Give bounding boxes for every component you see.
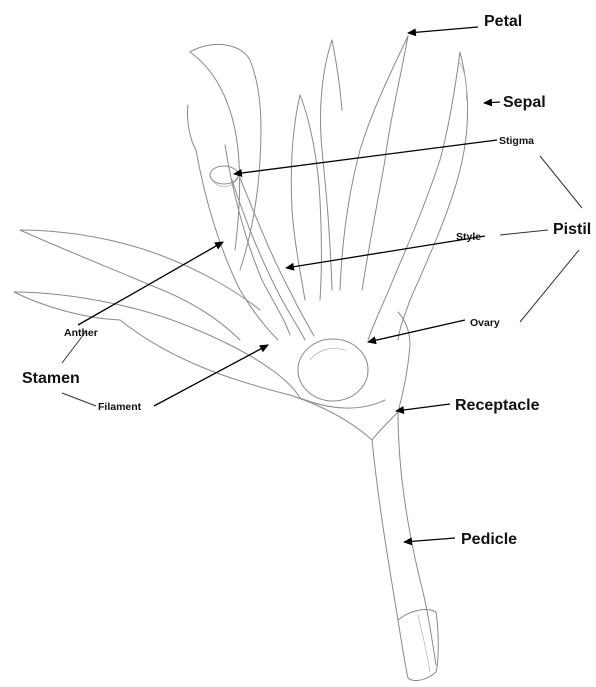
petal-pointer [408,27,478,33]
labels: Petal Sepal Stigma Pistil Style Anther O… [22,13,591,548]
label-pedicle: Pedicle [461,531,517,548]
label-anther: Anther [64,327,98,339]
anther-sketch [187,105,290,340]
sepal-right-sketch [368,52,468,340]
label-sepal: Sepal [503,94,546,111]
style-sketch [232,178,314,340]
label-filament: Filament [98,401,142,413]
label-ovary: Ovary [470,317,500,329]
pedicle-sketch [372,412,438,680]
label-stigma: Stigma [499,135,534,147]
petal-left-sketch [190,44,322,300]
filament-pointer [154,345,268,406]
stigma-pointer [234,140,497,174]
pointer-lines [78,27,500,542]
label-pistil: Pistil [553,221,591,238]
label-stamen: Stamen [22,370,80,387]
label-petal: Petal [484,13,522,30]
label-receptacle: Receptacle [455,397,540,414]
receptacle-pointer [396,404,450,411]
receptacle-sketch [120,312,410,440]
ovary-sketch [298,339,368,401]
sepal-pointer [484,102,500,103]
pistil-bracket [500,156,582,322]
label-style: Style [456,231,481,243]
stamen-bracket [62,330,96,406]
petal-sketch [320,36,408,290]
ovary-pointer [368,320,465,342]
flower-illustration [14,36,468,680]
